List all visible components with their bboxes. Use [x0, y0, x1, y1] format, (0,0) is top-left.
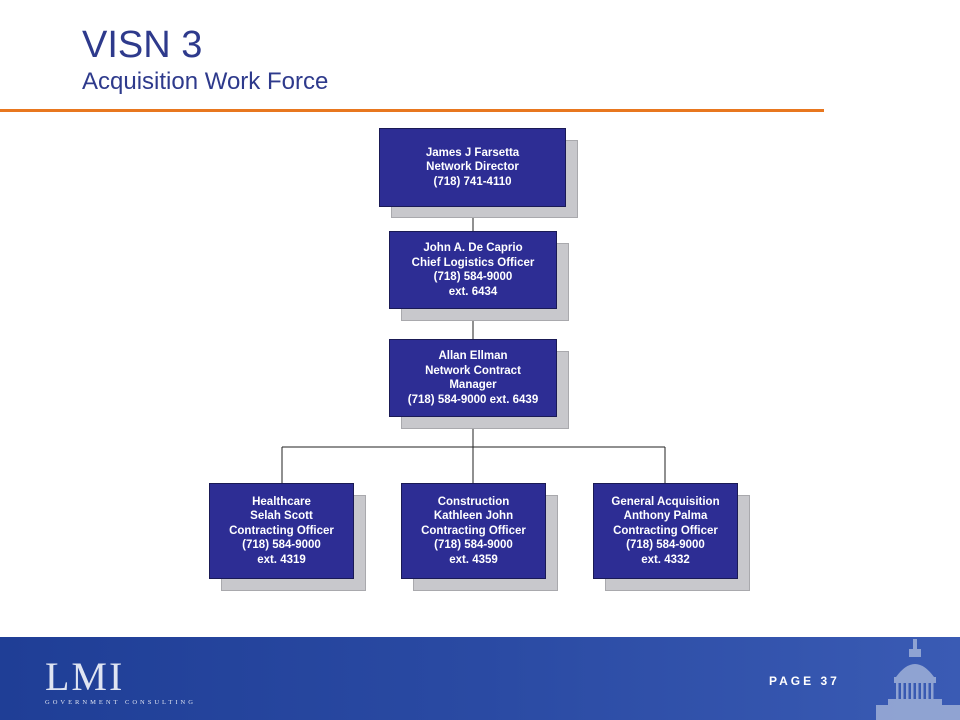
- capitol-dome-icon: [876, 639, 960, 720]
- slide-title-block: VISN 3 Acquisition Work Force: [82, 24, 328, 96]
- director-name: James J Farsetta: [425, 146, 520, 159]
- org-box-director: James J Farsetta Network Director (718) …: [379, 128, 566, 207]
- manager-name: Allan Ellman: [438, 350, 508, 362]
- lmi-logo: LMI GOVERNMENT CONSULTING: [45, 654, 196, 707]
- general-unit: General Acquisition: [611, 495, 720, 508]
- general-ext: ext. 4332: [641, 553, 690, 566]
- director-title: Network Director: [426, 161, 519, 174]
- logistics-phone: (718) 584-9000: [433, 271, 513, 283]
- page-number: PAGE 37: [769, 674, 840, 688]
- construction-unit: Construction: [437, 495, 510, 508]
- manager-title-line1: Network Contract: [425, 364, 521, 377]
- construction-title: Contracting Officer: [421, 524, 526, 537]
- healthcare-unit: Healthcare: [252, 495, 311, 508]
- slide-subtitle: Acquisition Work Force: [82, 68, 329, 95]
- healthcare-title: Contracting Officer: [229, 524, 334, 537]
- org-box-construction: Construction Kathleen John Contracting O…: [401, 483, 546, 579]
- lmi-logo-mark: LMI: [45, 654, 125, 699]
- manager-title-line2: Manager: [449, 379, 497, 391]
- healthcare-phone: (718) 584-9000: [242, 539, 321, 552]
- lmi-logo-tagline: GOVERNMENT CONSULTING: [45, 699, 196, 706]
- general-phone: (718) 584-9000: [626, 539, 705, 552]
- healthcare-ext: ext. 4319: [257, 553, 306, 566]
- healthcare-name: Selah Scott: [250, 510, 313, 523]
- construction-phone: (718) 584-9000: [434, 539, 513, 552]
- construction-ext: ext. 4359: [449, 553, 498, 566]
- org-box-contract-manager: Allan Ellman Network Contract Manager (7…: [389, 339, 557, 417]
- footer-bar: LMI GOVERNMENT CONSULTING PAGE 37: [0, 637, 960, 720]
- general-title: Contracting Officer: [613, 524, 718, 537]
- logistics-title: Chief Logistics Officer: [411, 256, 535, 269]
- general-name: Anthony Palma: [623, 510, 708, 523]
- construction-name: Kathleen John: [433, 510, 514, 523]
- logistics-ext: ext. 6434: [448, 285, 498, 298]
- org-box-general-acquisition: General Acquisition Anthony Palma Contra…: [593, 483, 738, 579]
- logistics-name: John A. De Caprio: [423, 242, 523, 254]
- slide-title: VISN 3: [82, 24, 203, 66]
- org-box-healthcare: Healthcare Selah Scott Contracting Offic…: [209, 483, 354, 579]
- director-phone: (718) 741-4110: [433, 175, 512, 188]
- manager-phone: (718) 584-9000 ext. 6439: [407, 393, 539, 406]
- title-divider: [0, 109, 824, 112]
- org-box-logistics: John A. De Caprio Chief Logistics Office…: [389, 231, 557, 309]
